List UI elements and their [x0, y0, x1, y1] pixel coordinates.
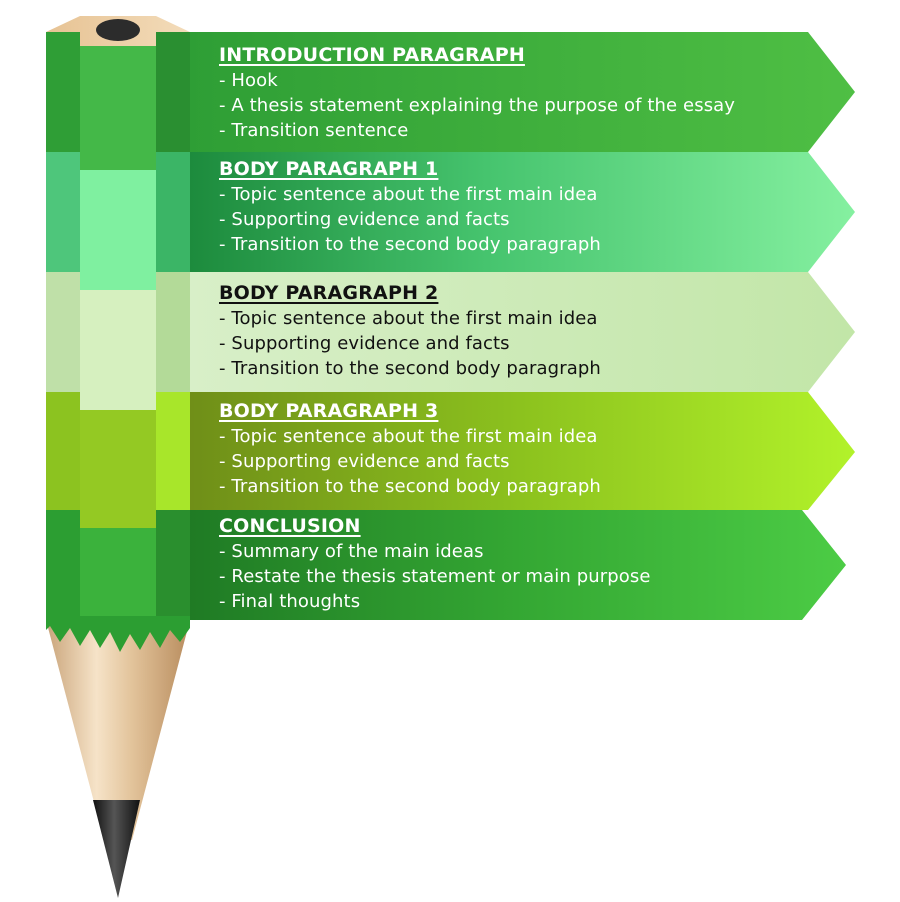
bullet-item: - Topic sentence about the first main id… — [219, 426, 598, 447]
section-content: BODY PARAGRAPH 3 - Topic sentence about … — [219, 399, 839, 499]
bullet-item: - A thesis statement explaining the purp… — [219, 95, 736, 116]
bullet-item: - Final thoughts — [219, 591, 361, 612]
bullet-item: - Summary of the main ideas — [219, 541, 484, 562]
bullet-item: - Supporting evidence and facts — [219, 209, 510, 230]
pencil-paint-edge — [46, 616, 190, 652]
body3-arrow-band — [185, 392, 855, 510]
bullet-item: - Transition to the second body paragrap… — [219, 358, 601, 379]
section-content: BODY PARAGRAPH 2 - Topic sentence about … — [219, 281, 839, 381]
bullet-item: - Hook — [219, 70, 278, 91]
section-introduction: INTRODUCTION PARAGRAPH - Hook - A thesis… — [0, 32, 900, 152]
section-body-paragraph-1: BODY PARAGRAPH 1 - Topic sentence about … — [0, 152, 900, 272]
section-content: BODY PARAGRAPH 1 - Topic sentence about … — [219, 157, 839, 257]
section-body-paragraph-3: BODY PARAGRAPH 3 - Topic sentence about … — [0, 392, 900, 510]
section-title: BODY PARAGRAPH 1 — [219, 158, 439, 180]
bullet-item: - Transition to the second body paragrap… — [219, 476, 601, 497]
bullet-item: - Topic sentence about the first main id… — [219, 184, 598, 205]
pencil-eraser-hole — [96, 19, 140, 41]
bullet-item: - Supporting evidence and facts — [219, 451, 510, 472]
bullet-item: - Supporting evidence and facts — [219, 333, 510, 354]
bullet-item: - Transition sentence — [219, 120, 409, 141]
pencil-lead-tip — [93, 800, 140, 898]
intro-arrow-band — [185, 32, 855, 152]
section-body-paragraph-2: BODY PARAGRAPH 2 - Topic sentence about … — [0, 272, 900, 392]
pencil-body — [46, 32, 190, 622]
bullet-item: - Transition to the second body paragrap… — [219, 234, 601, 255]
section-title: INTRODUCTION PARAGRAPH — [219, 44, 525, 66]
section-content: INTRODUCTION PARAGRAPH - Hook - A thesis… — [219, 43, 839, 143]
body1-arrow-band — [185, 152, 855, 272]
bullet-item: - Restate the thesis statement or main p… — [219, 566, 651, 587]
body2-arrow-band — [185, 272, 855, 392]
pencil-wood-cone — [46, 620, 190, 840]
section-title: CONCLUSION — [219, 515, 361, 537]
bullet-item: - Topic sentence about the first main id… — [219, 308, 598, 329]
section-title: BODY PARAGRAPH 3 — [219, 400, 439, 422]
section-content: CONCLUSION - Summary of the main ideas -… — [219, 514, 839, 614]
section-title: BODY PARAGRAPH 2 — [219, 282, 439, 304]
conclusion-arrow-band — [185, 510, 846, 620]
section-conclusion: CONCLUSION - Summary of the main ideas -… — [0, 510, 900, 620]
